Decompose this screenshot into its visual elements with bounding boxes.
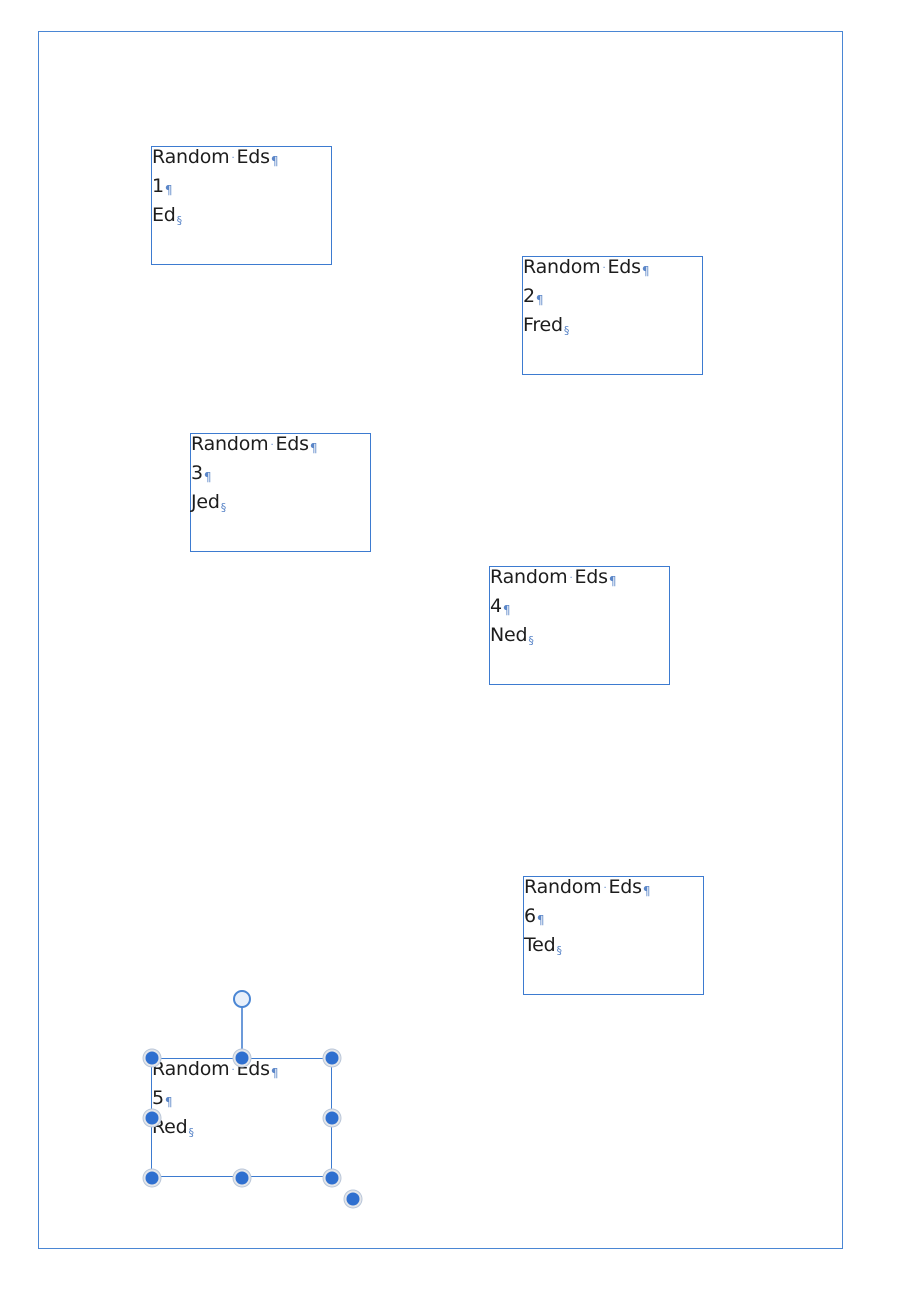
rotate-handle-stem (241, 1006, 243, 1058)
frame-name: Jed (191, 491, 220, 513)
section-end-icon: § (176, 214, 183, 227)
frame-4-number-line: 4¶ (490, 594, 616, 623)
text-frame-1[interactable]: Random·Eds¶ 1¶ Ed§ (151, 146, 332, 265)
frame-6-name-line: Ted§ (524, 933, 650, 963)
text-frame-2[interactable]: Random·Eds¶ 2¶ Fred§ (522, 256, 703, 375)
space-mark-icon: · (231, 153, 235, 164)
pilcrow-icon: ¶ (203, 470, 212, 484)
title-word-random: Random (523, 256, 601, 278)
frame-name: Fred (523, 314, 563, 336)
frame-6-number-line: 6¶ (524, 904, 650, 933)
space-mark-icon: · (603, 883, 607, 894)
frame-3-title-line: Random·Eds¶ (191, 432, 317, 461)
pilcrow-icon: ¶ (641, 264, 650, 278)
frame-name: Red (152, 1116, 188, 1138)
section-end-icon: § (556, 944, 563, 957)
resize-handle-right-icon[interactable] (323, 1109, 341, 1127)
frame-3-number-line: 3¶ (191, 461, 317, 490)
section-end-icon: § (220, 501, 227, 514)
text-frame-5-selected[interactable]: Random·Eds¶ 5¶ Red§ (151, 1058, 332, 1177)
text-frame-4[interactable]: Random·Eds¶ 4¶ Ned§ (489, 566, 670, 685)
title-word-random: Random (490, 566, 568, 588)
text-frame-3[interactable]: Random·Eds¶ 3¶ Jed§ (190, 433, 371, 552)
title-word-random: Random (524, 876, 602, 898)
frame-name: Ted (524, 934, 556, 956)
frame-2-number-line: 2¶ (523, 284, 649, 313)
frame-number: 1 (152, 175, 164, 197)
frame-6-title-line: Random·Eds¶ (524, 875, 650, 904)
frame-2-title-line: Random·Eds¶ (523, 255, 649, 284)
frame-5-title-line: Random·Eds¶ (152, 1057, 278, 1086)
frame-5-name-line: Red§ (152, 1115, 278, 1145)
frame-number: 5 (152, 1087, 164, 1109)
rotate-handle-icon[interactable] (233, 990, 251, 1008)
frame-4-name-line: Ned§ (490, 623, 616, 653)
title-word-eds: Eds (574, 566, 608, 588)
title-word-eds: Eds (236, 146, 270, 168)
frame-5-number-line: 5¶ (152, 1086, 278, 1115)
frame-number: 4 (490, 595, 502, 617)
pilcrow-icon: ¶ (164, 183, 173, 197)
space-mark-icon: · (602, 263, 606, 274)
resize-handle-bottom-icon[interactable] (233, 1169, 251, 1187)
title-word-random: Random (152, 1058, 230, 1080)
title-word-eds: Eds (608, 876, 642, 898)
pilcrow-icon: ¶ (164, 1095, 173, 1109)
pilcrow-icon: ¶ (502, 603, 511, 617)
pilcrow-icon: ¶ (642, 884, 651, 898)
frame-3-name-line: Jed§ (191, 490, 317, 520)
text-frame-6[interactable]: Random·Eds¶ 6¶ Ted§ (523, 876, 704, 995)
resize-handle-top-icon[interactable] (233, 1049, 251, 1067)
frame-name: Ned (490, 624, 528, 646)
title-word-eds: Eds (607, 256, 641, 278)
text-frame-6-content[interactable]: Random·Eds¶ 6¶ Ted§ (524, 875, 650, 963)
section-end-icon: § (188, 1126, 195, 1139)
pilcrow-icon: ¶ (608, 574, 617, 588)
title-word-random: Random (152, 146, 230, 168)
frame-2-name-line: Fred§ (523, 313, 649, 343)
frame-1-name-line: Ed§ (152, 203, 278, 233)
frame-4-title-line: Random·Eds¶ (490, 565, 616, 594)
title-word-random: Random (191, 433, 269, 455)
frame-1-title-line: Random·Eds¶ (152, 145, 278, 174)
pilcrow-icon: ¶ (535, 293, 544, 307)
resize-handle-top-right-icon[interactable] (323, 1049, 341, 1067)
pilcrow-icon: ¶ (270, 1066, 279, 1080)
frame-number: 2 (523, 285, 535, 307)
frame-number: 3 (191, 462, 203, 484)
space-mark-icon: · (270, 440, 274, 451)
resize-handle-bottom-left-icon[interactable] (143, 1169, 161, 1187)
frame-1-number-line: 1¶ (152, 174, 278, 203)
pilcrow-icon: ¶ (309, 441, 318, 455)
text-frame-5-content[interactable]: Random·Eds¶ 5¶ Red§ (152, 1057, 278, 1145)
pilcrow-icon: ¶ (270, 154, 279, 168)
text-frame-1-content[interactable]: Random·Eds¶ 1¶ Ed§ (152, 145, 278, 233)
title-word-eds: Eds (275, 433, 309, 455)
overflow-handle-icon[interactable] (344, 1190, 362, 1208)
text-frame-2-content[interactable]: Random·Eds¶ 2¶ Fred§ (523, 255, 649, 343)
resize-handle-bottom-right-icon[interactable] (323, 1169, 341, 1187)
frame-number: 6 (524, 905, 536, 927)
text-frame-3-content[interactable]: Random·Eds¶ 3¶ Jed§ (191, 432, 317, 520)
section-end-icon: § (563, 324, 570, 337)
space-mark-icon: · (569, 573, 573, 584)
section-end-icon: § (528, 634, 534, 647)
frame-name: Ed (152, 204, 176, 226)
text-frame-4-content[interactable]: Random·Eds¶ 4¶ Ned§ (490, 565, 616, 653)
space-mark-icon: · (231, 1065, 235, 1076)
document-page[interactable] (38, 31, 843, 1249)
resize-handle-top-left-icon[interactable] (143, 1049, 161, 1067)
resize-handle-left-icon[interactable] (143, 1109, 161, 1127)
pilcrow-icon: ¶ (536, 913, 545, 927)
